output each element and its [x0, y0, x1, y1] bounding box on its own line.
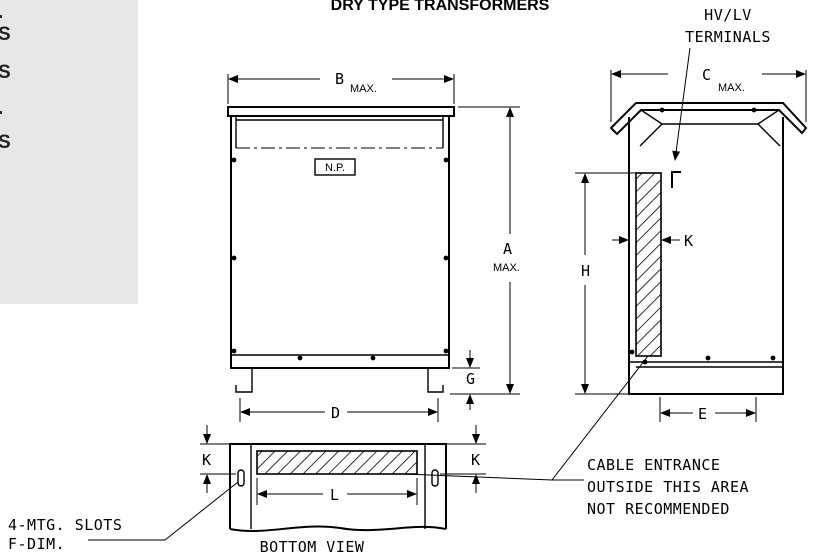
dim-a-label: A — [503, 240, 512, 258]
slots-note-line1: 4-MTG. SLOTS — [8, 516, 122, 534]
mounting-slot — [237, 469, 245, 487]
panel-char: S — [0, 132, 11, 153]
dim-b-label: B — [335, 70, 344, 88]
dim-b-max: MAX. — [350, 83, 377, 95]
slots-note-line2: F-DIM. — [8, 535, 65, 553]
dim-c-max: MAX. — [718, 82, 745, 94]
dim-g-label: G — [466, 370, 475, 388]
diagram-title: DRY TYPE TRANSFORMERS — [331, 0, 550, 14]
bottom-view: L K K BOTTOM VIEW 4-MTG. SLOTS F-DIM. — [8, 425, 486, 556]
cable-note-line1: CABLE ENTRANCE — [587, 456, 720, 474]
side-panel: . S S . S — [0, 0, 138, 304]
side-roof — [609, 102, 808, 136]
cable-entrance-area — [635, 172, 662, 357]
terminals-note-line2: TERMINALS — [685, 28, 771, 46]
dim-d-label: D — [331, 404, 340, 422]
dim-l-label: L — [330, 486, 339, 504]
dim-a-max: MAX. — [493, 262, 520, 274]
front-view: N.P. B MAX. A MAX. G — [227, 70, 520, 422]
cable-entrance-note: CABLE ENTRANCE OUTSIDE THIS AREA NOT REC… — [404, 355, 749, 518]
front-top-cover — [227, 106, 455, 117]
dim-k-right-label: K — [471, 451, 480, 469]
bottom-view-label: BOTTOM VIEW — [260, 538, 365, 556]
panel-char: . — [0, 98, 3, 120]
terminals-note-line1: HV/LV — [704, 6, 752, 24]
front-enclosure — [230, 115, 450, 369]
dim-k-left-label: K — [202, 451, 211, 469]
dim-h-label: H — [581, 262, 590, 280]
side-view: C MAX. HV/LV TERMINALS H K E — [575, 6, 808, 423]
panel-char: S — [0, 62, 11, 83]
cable-note-line3: NOT RECOMMENDED — [587, 500, 730, 518]
dim-k-side-label: K — [684, 232, 693, 250]
dim-c-label: C — [702, 66, 711, 84]
dim-e-label: E — [698, 405, 707, 423]
cable-note-line2: OUTSIDE THIS AREA — [587, 478, 749, 496]
panel-char: S — [0, 24, 11, 45]
nameplate-label: N.P. — [325, 162, 345, 174]
mounting-slot — [431, 469, 439, 487]
nameplate — [314, 158, 356, 176]
panel-char: . — [0, 2, 3, 24]
bottom-cable-area — [256, 450, 418, 475]
